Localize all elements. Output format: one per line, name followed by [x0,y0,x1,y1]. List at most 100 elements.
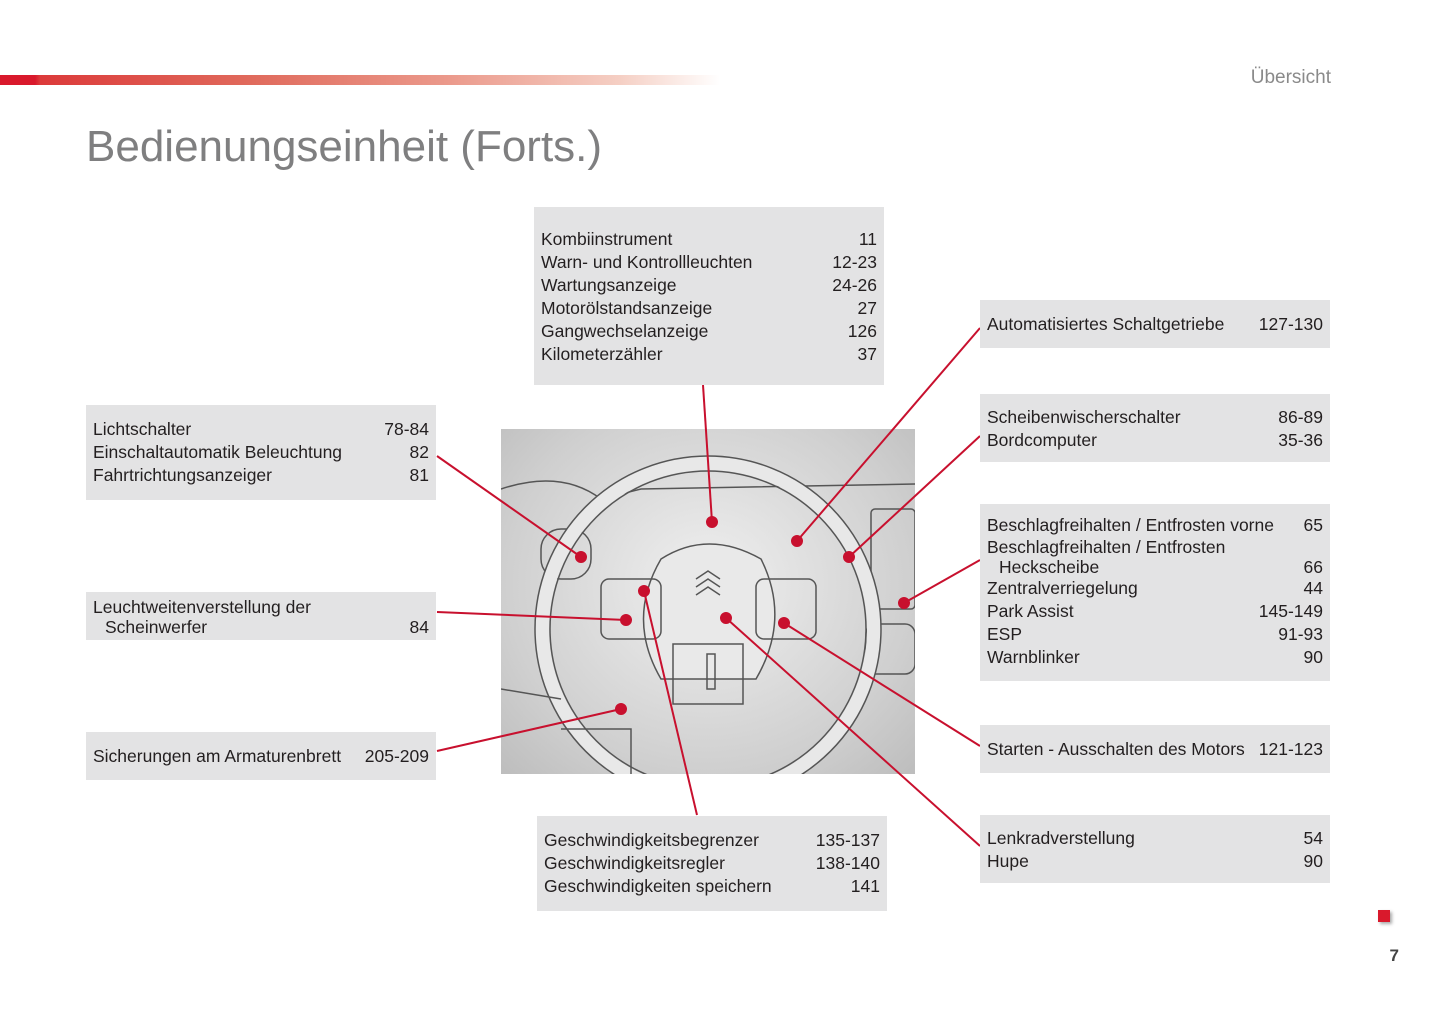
entry-label: Park Assist [987,601,1074,621]
entry-text: 24-26 [832,275,877,295]
entry-label: Fahrtrichtungsanzeiger [93,465,272,485]
entry-label: Zentralverriegelung [987,578,1138,598]
entry-text: 90 [1303,647,1323,667]
callout-entry: Scheinwerfer 84 [93,617,429,637]
entry-text: 135-137 [815,830,880,850]
callout-scheibenwischer: Scheibenwischerschalter 86-89 Bordcompute… [980,394,1330,462]
callout-lenkrad: Lenkradverstellung 54 Hupe 90 [980,815,1330,883]
entry-label: Kilometerzähler [541,344,663,364]
entry-text: 66 [1303,557,1323,577]
entry-label: Kombiinstrument [541,229,673,249]
callout-entry: Lenkradverstellung 54 [987,827,1323,850]
entry-label: Automatisiertes Schaltgetriebe [987,314,1225,334]
callout-entry: Motorölstandsanzeige 27 [541,297,877,320]
callout-dot [791,535,803,547]
entry-text: 126 [847,321,877,341]
entry-text: 65 [1303,515,1323,535]
entry-label: Gangwechselanzeige [541,321,709,341]
callout-entry: Fahrtrichtungsanzeiger 81 [93,464,429,487]
callout-sicherungen: Sicherungen am Armaturenbrett 205-209 [86,732,436,780]
entry-text: 12-23 [832,252,877,272]
callout-entry: Bordcomputer 35-36 [987,429,1323,452]
entry-text: 11 [858,229,877,249]
callout-entry: Geschwindigkeitsbegrenzer 135-137 [544,829,880,852]
callout-entry: Zentralverriegelung 44 [987,577,1323,600]
callout-entry: Automatisiertes Schaltgetriebe 127-130 [987,313,1323,336]
callout-entry: Wartungsanzeige 24-26 [541,274,877,297]
entry-label: Wartungsanzeige [541,275,677,295]
callout-geschwindigkeit: Geschwindigkeitsbegrenzer 135-137 Geschwi… [537,816,887,911]
entry-text: 27 [857,298,877,318]
entry-label: Scheinwerfer [105,617,208,637]
entry-text: 145-149 [1258,601,1323,621]
callout-entry: Kilometerzähler 37 [541,343,877,366]
page-marker-square [1378,910,1390,922]
callout-entry: Hupe 90 [987,850,1323,873]
section-label: Übersicht [1250,67,1331,88]
callout-leuchtweite: Leuchtweitenverstellung der Scheinwerfer… [86,592,436,640]
entry-text: 81 [409,465,429,485]
callout-entry: Scheibenwischerschalter 86-89 [987,406,1323,429]
callout-entry: Geschwindigkeitsregler 138-140 [544,852,880,875]
callout-entry: ESP 91-93 [987,623,1323,646]
entry-label: Motorölstandsanzeige [541,298,713,318]
entry-text: 37 [857,344,877,364]
entry-label: Lichtschalter [93,419,192,439]
entry-text: Beschlagfreihalten / Entfrosten [987,537,1226,557]
callout-entry: Sicherungen am Armaturenbrett 205-209 [93,745,429,768]
entry-text: 84 [409,617,429,637]
callout-dot [638,585,650,597]
entry-text: 82 [409,442,429,462]
callout-kombiinstrument: Kombiinstrument 11 Warn- und Kontrollleuc… [534,207,884,385]
callout-dot [575,551,587,563]
entry-label: Einschaltautomatik Beleuchtung [93,442,343,462]
entry-label: Lenkradverstellung [987,828,1135,848]
entry-label: Geschwindigkeiten speichern [544,876,772,896]
entry-label: Hupe [987,851,1029,871]
entry-text: 138-140 [815,853,880,873]
entry-text: 141 [850,876,880,896]
entry-text: 91-93 [1278,624,1323,644]
callout-dot [898,597,910,609]
entry-label: Sicherungen am Armaturenbrett [93,746,342,766]
entry-label: Heckscheibe [999,557,1100,577]
callout-entry: Park Assist 145-149 [987,600,1323,623]
entry-label: Warnblinker [987,647,1080,667]
entry-text: 127-130 [1258,314,1323,334]
entry-label: ESP [987,624,1023,644]
entry-label: Bordcomputer [987,430,1097,450]
callout-entry: Beschlagfreihalten / Entfrosten [987,537,1323,557]
entry-label: Geschwindigkeitsregler [544,853,725,873]
entry-text: 205-209 [364,746,429,766]
entry-text: 78-84 [384,419,429,439]
callout-entry: Geschwindigkeiten speichern 141 [544,875,880,898]
callout-dot [720,612,732,624]
entry-text: 44 [1303,578,1323,598]
callout-entry: Beschlagfreihalten / Entfrosten vorne 65 [987,514,1323,537]
callout-dot [843,551,855,563]
callout-entry: Leuchtweitenverstellung der [93,597,429,617]
callout-entry: Einschaltautomatik Beleuchtung 82 [93,441,429,464]
entry-text: 86-89 [1278,407,1323,427]
entry-label: Geschwindigkeitsbegrenzer [544,830,759,850]
callout-dot [778,617,790,629]
page-number: 7 [1389,946,1399,965]
entry-label: Beschlagfreihalten / Entfrosten vorne [987,515,1274,535]
callout-entry: Heckscheibe 66 [987,557,1323,577]
entry-text: 90 [1303,851,1323,871]
callout-entry: Warnblinker 90 [987,646,1323,669]
entry-label: Scheibenwischerschalter [987,407,1181,427]
entry-label: Starten - Ausschalten des Motors [987,739,1245,759]
entry-text: Leuchtweitenverstellung der [93,597,311,617]
entry-text: 54 [1303,828,1323,848]
callout-dot [620,614,632,626]
callout-lichtschalter: Lichtschalter 78-84 Einschaltautomatik Be… [86,405,436,500]
entry-text: 35-36 [1278,430,1323,450]
callout-entry: Gangwechselanzeige 126 [541,320,877,343]
header-gradient-bar [0,75,720,85]
